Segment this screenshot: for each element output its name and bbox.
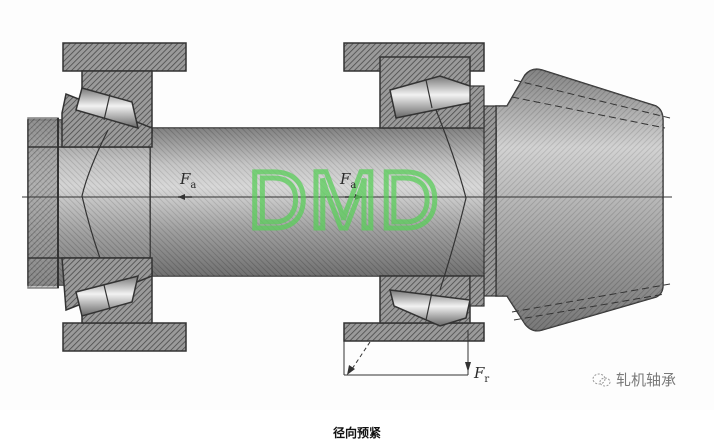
radial-force-indicator [343,330,471,376]
radial-force-label: Fr [474,364,490,385]
watermark-text: DMD [246,155,442,246]
bevel-pinion [495,68,671,332]
brand-watermark: 轧机轴承 [592,369,676,390]
shaft [27,105,497,297]
left-bearing-upper [61,42,187,148]
figure-caption: 径向预紧 [332,426,381,440]
axial-force-arrow-left [178,194,192,200]
brand-name: 轧机轴承 [616,371,677,389]
diagram-drawing [22,42,672,376]
left-bearing-lower [61,257,187,352]
axial-force-arrow-right [345,194,362,200]
axial-force-label-left: Fa [180,170,197,191]
axial-force-label-right: Fa [340,170,357,191]
wechat-icon [592,373,611,386]
bearing-diagram: DMD Fa Fa Fr 轧机轴承 [22,42,677,390]
right-bearing-upper [343,42,485,129]
right-bearing-lower [343,275,485,342]
